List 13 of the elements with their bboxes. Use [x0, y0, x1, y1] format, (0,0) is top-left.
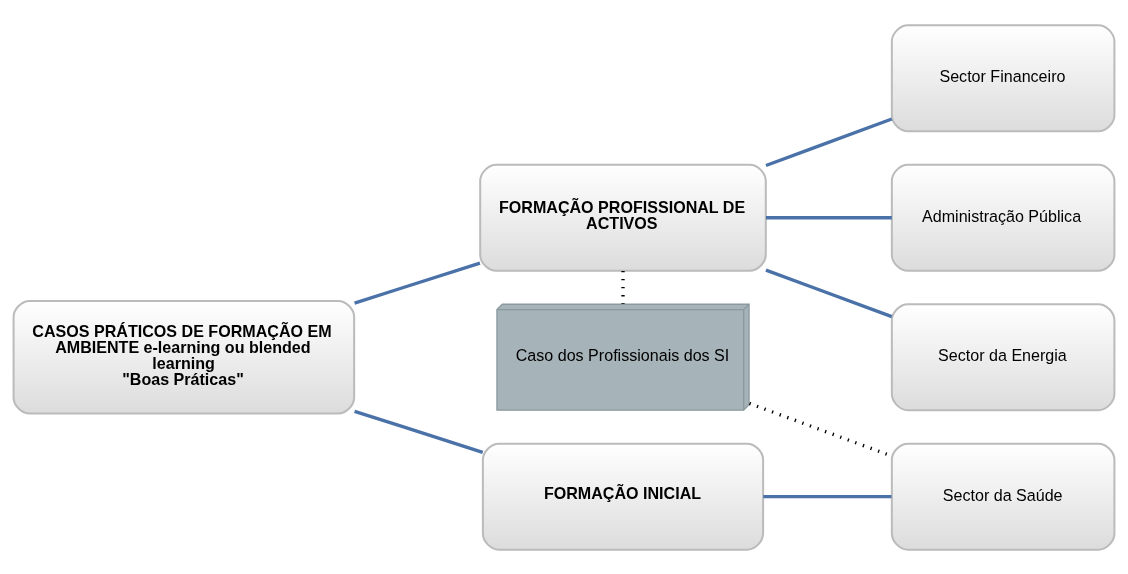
node-box: Administração Pública	[890, 163, 1116, 272]
connector	[354, 260, 481, 305]
node-box: Sector da Saúde	[890, 442, 1116, 551]
node-box: FORMAÇÃO PROFISSIONAL DE ACTIVOS	[479, 163, 767, 272]
connector	[763, 494, 892, 498]
node-box: Sector Financeiro	[890, 23, 1116, 132]
connector	[765, 268, 893, 318]
node-box: CASOS PRÁTICOS DE FORMAÇÃO EM AMBIENTE e-learning ou blended learning "Boas Práticas"	[12, 299, 356, 415]
connector	[354, 409, 484, 454]
node-box: Sector da Energia	[890, 302, 1116, 411]
connector	[765, 116, 893, 167]
node-box: FORMAÇÃO INICIAL	[481, 442, 765, 551]
connector	[765, 215, 892, 219]
